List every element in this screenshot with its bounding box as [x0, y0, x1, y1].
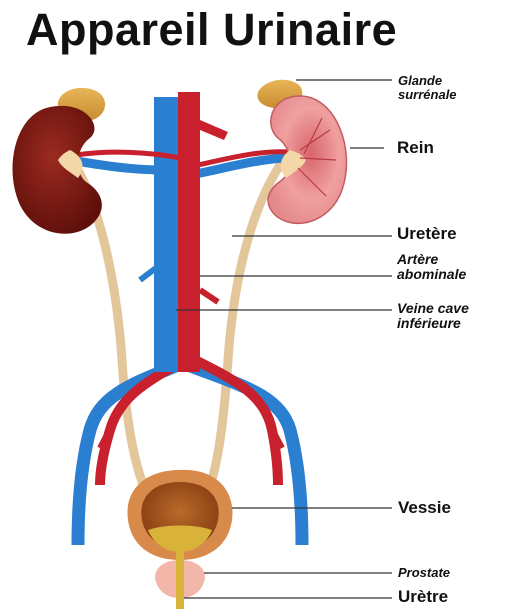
label-vessie: Vessie — [398, 499, 451, 517]
label-glande-line1: Glande — [398, 74, 457, 88]
abdominal-aorta — [178, 92, 200, 372]
left-renal-vein — [70, 160, 165, 170]
label-prostate: Prostate — [398, 566, 450, 580]
label-veine-cave: Veine cave inférieure — [397, 301, 469, 330]
vena-cava-body — [154, 97, 178, 372]
aorta-top-branch — [200, 120, 228, 140]
label-uretre: Urètre — [398, 588, 448, 606]
left-renal-artery — [76, 152, 180, 158]
label-artere-line1: Artère — [397, 252, 466, 267]
label-artere-line2: abominale — [397, 267, 466, 282]
label-artere-abdominale: Artère abominale — [397, 252, 466, 281]
urethra — [176, 550, 184, 609]
label-veine-line2: inférieure — [397, 316, 469, 331]
label-uretere: Uretère — [397, 225, 457, 243]
label-glande-line2: surrénale — [398, 88, 457, 102]
label-glande-surrenale: Glande surrénale — [398, 74, 457, 101]
left-kidney — [12, 106, 101, 234]
right-ureter — [205, 165, 280, 500]
aorta-lower-branch — [200, 290, 218, 302]
label-veine-line1: Veine cave — [397, 301, 469, 316]
label-rein: Rein — [397, 139, 434, 157]
